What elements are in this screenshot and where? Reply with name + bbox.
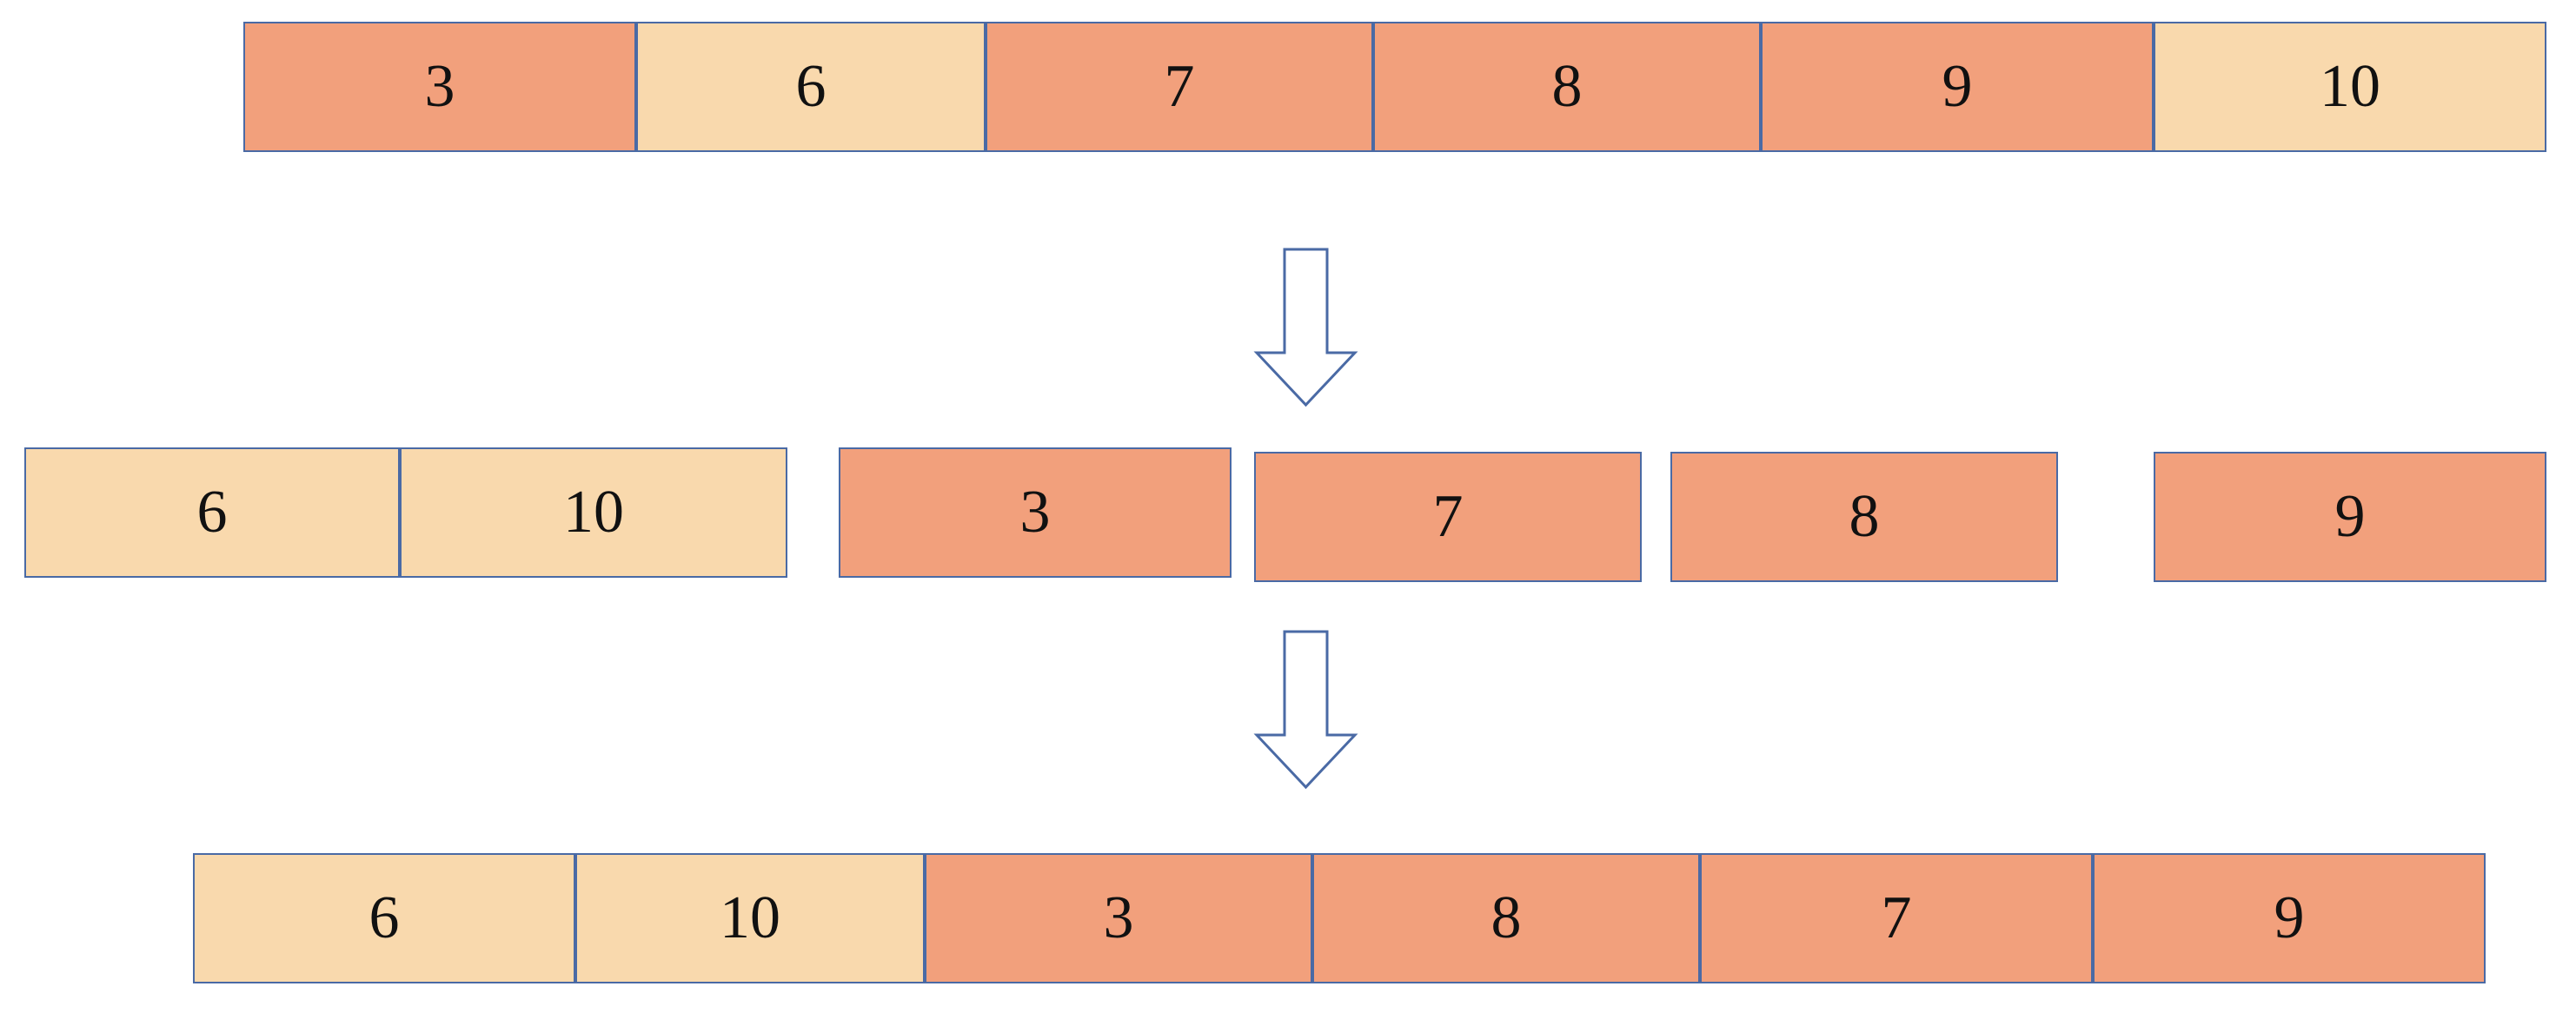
row1-cell-4: 8 [1373,22,1761,152]
row1-cell-2: 6 [636,22,986,152]
row2-group1-cell-2: 10 [400,447,787,578]
down-arrow-icon [1251,630,1360,791]
row3-cell-6: 9 [2093,853,2486,983]
row2-group3-cell-1: 7 [1254,452,1642,582]
row3-cell-2: 10 [575,853,925,983]
row2-group1-cell-1: 6 [24,447,400,578]
row2-group4-cell-1: 8 [1670,452,2058,582]
row3-cell-3: 3 [925,853,1312,983]
row1-cell-5: 9 [1761,22,2154,152]
row3-cell-5: 7 [1700,853,2093,983]
row1-cell-3: 7 [986,22,1373,152]
row2-group2-cell-1: 3 [839,447,1232,578]
row3-cell-4: 8 [1312,853,1700,983]
row1-cell-1: 3 [243,22,636,152]
down-arrow-icon [1251,248,1360,408]
row1-cell-6: 10 [2154,22,2546,152]
row2-group5-cell-1: 9 [2154,452,2546,582]
row3-cell-1: 6 [193,853,575,983]
